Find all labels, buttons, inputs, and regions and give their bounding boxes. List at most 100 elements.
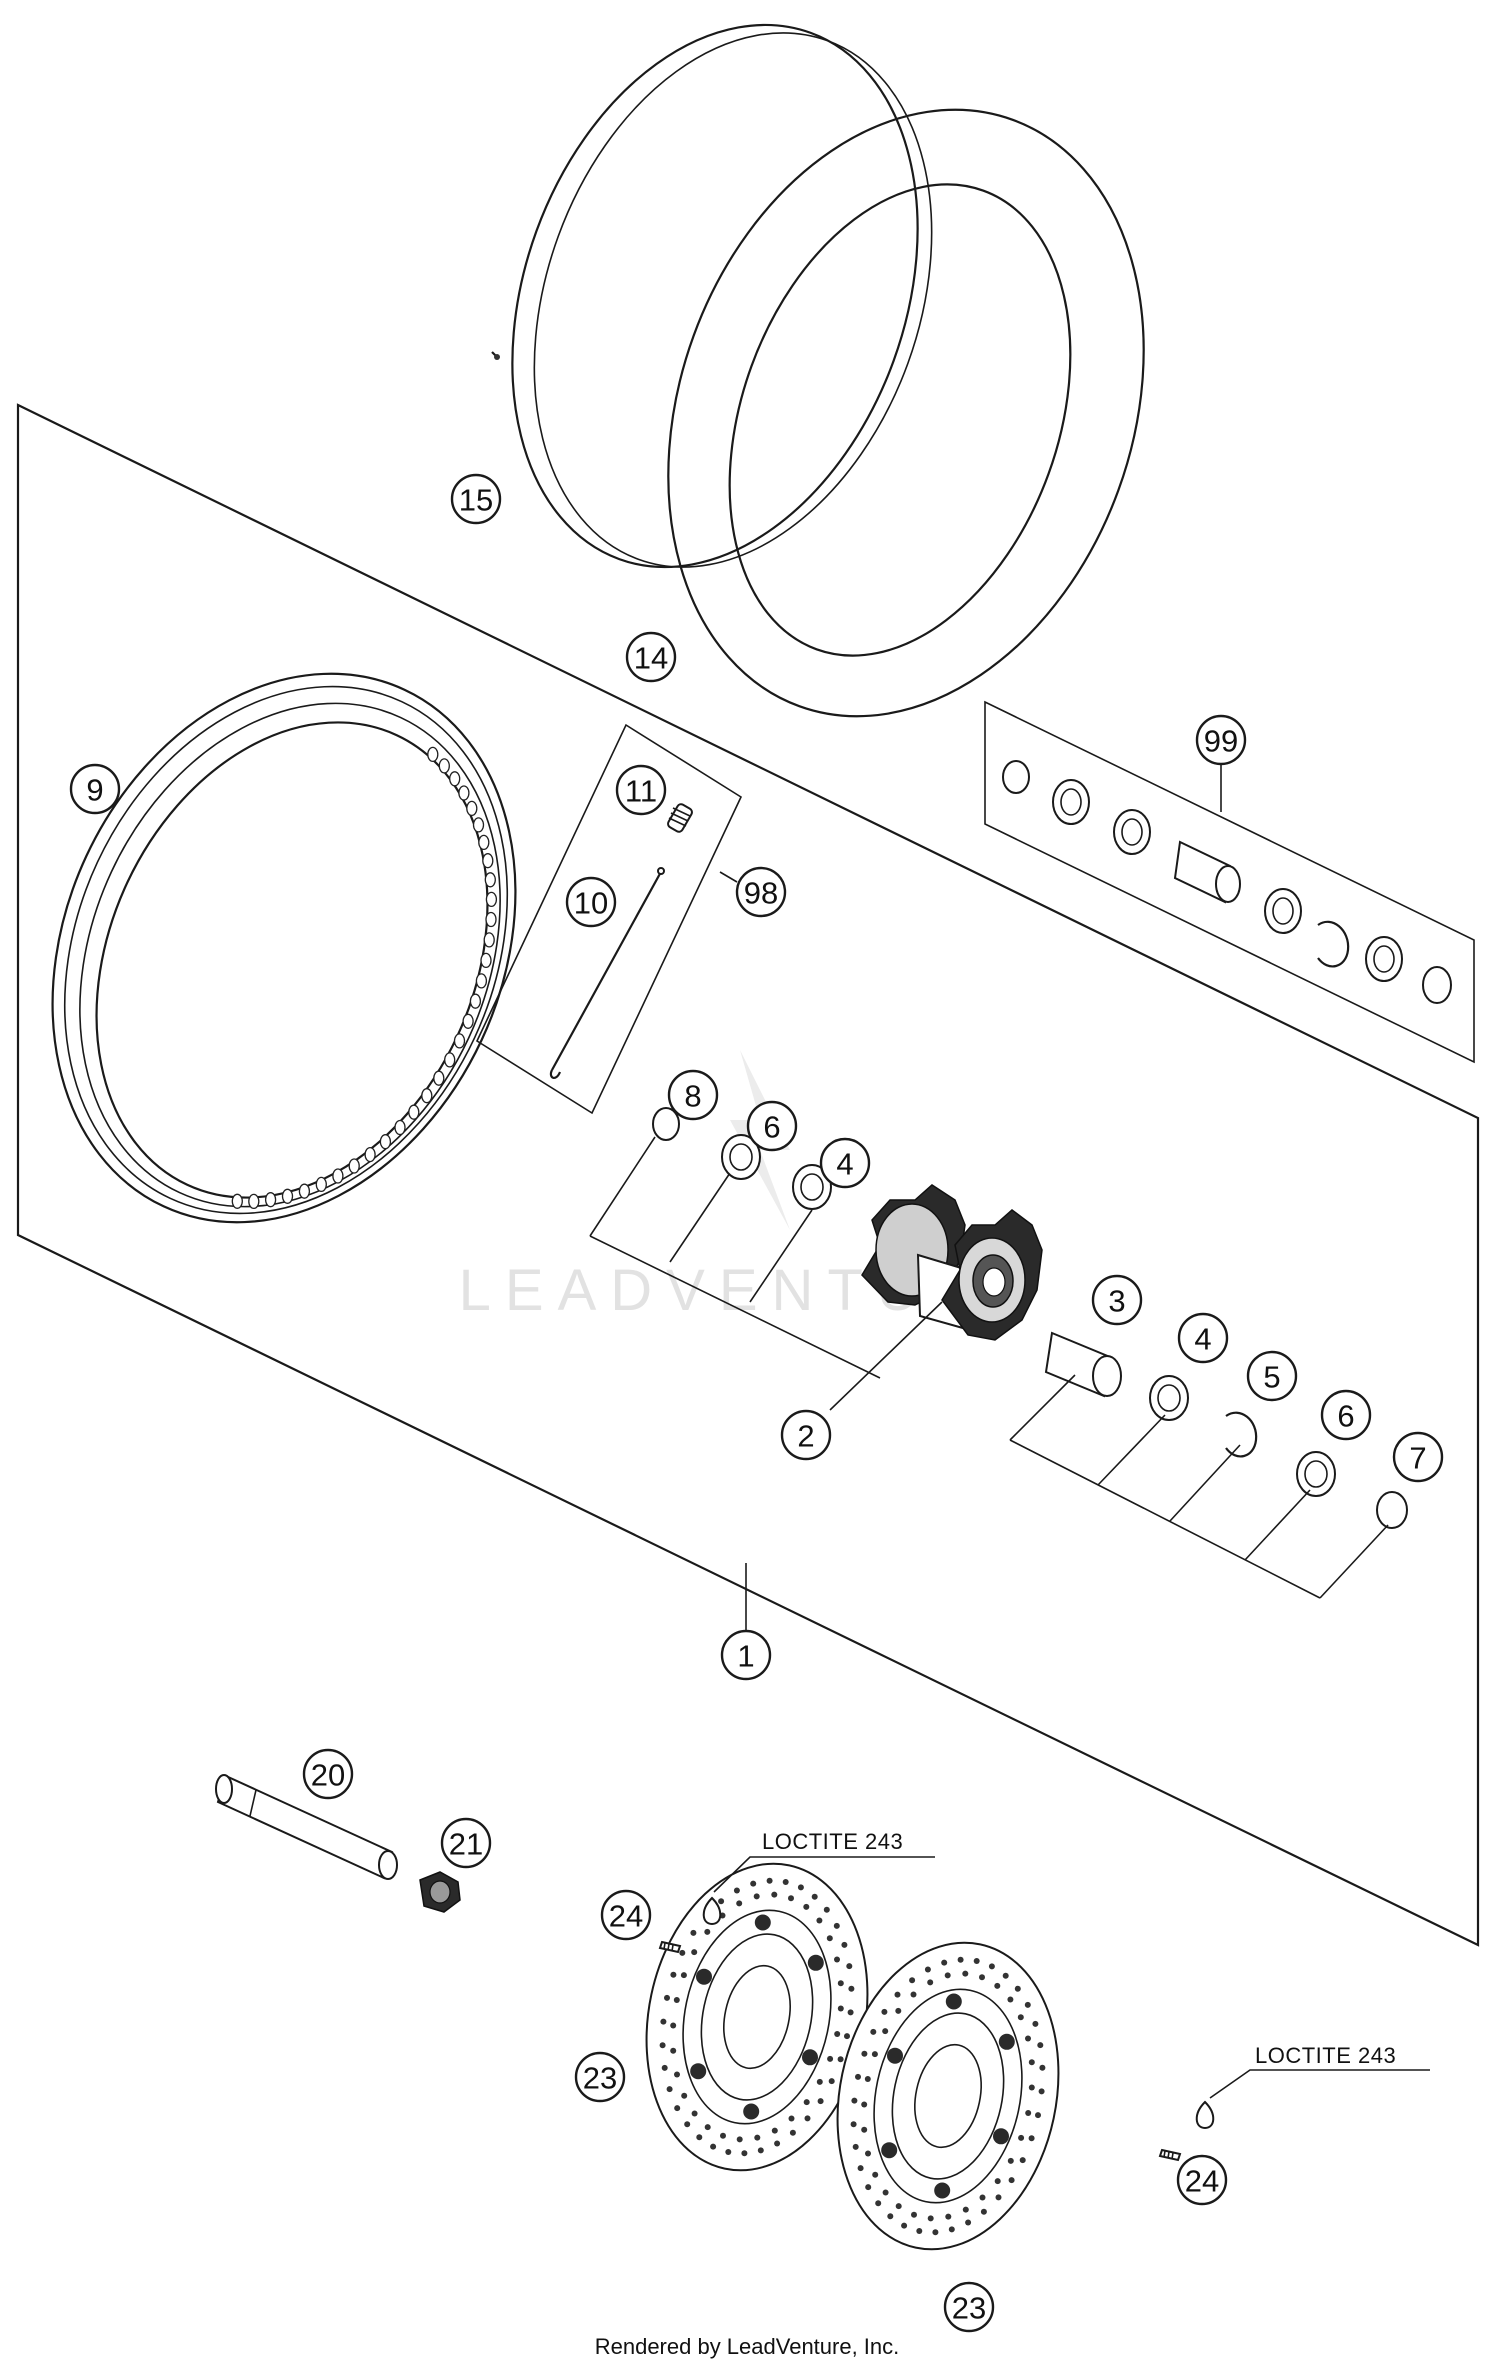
disc-vent-hole bbox=[927, 2215, 934, 2222]
disc-vent-hole bbox=[875, 2200, 882, 2207]
hub-assembly bbox=[589, 1107, 1408, 1599]
callout-4-left-label: 4 bbox=[836, 1147, 853, 1182]
disc-vent-hole bbox=[1007, 2157, 1014, 2164]
disc-vent-hole bbox=[690, 1929, 697, 1936]
disc-vent-hole bbox=[1007, 1996, 1014, 2003]
disc-vent-hole bbox=[797, 1884, 804, 1891]
spoke-nipple-11 bbox=[667, 803, 693, 833]
rim-hole bbox=[248, 1193, 260, 1210]
disc-vent-hole bbox=[1025, 2110, 1032, 2116]
disc-vent-hole bbox=[857, 2165, 864, 2172]
callout-98: 98 bbox=[735, 866, 787, 918]
disc-vent-hole bbox=[1018, 2134, 1025, 2141]
rim-hole bbox=[438, 758, 450, 774]
disc-vent-hole bbox=[823, 1906, 830, 1913]
rim-hole bbox=[379, 1134, 392, 1150]
disc-vent-hole bbox=[962, 2206, 969, 2213]
callout-6-right-label: 6 bbox=[1337, 1399, 1354, 1434]
disc-vent-hole bbox=[771, 2127, 778, 2134]
footer-credit: Rendered by LeadVenture, Inc. bbox=[595, 2334, 900, 2359]
disc-vent-hole bbox=[1008, 2177, 1015, 2184]
rim-hole bbox=[453, 1033, 466, 1049]
disc-vent-hole bbox=[1028, 2135, 1035, 2142]
disc-vent-hole bbox=[994, 1982, 1001, 1989]
disc-rivet bbox=[754, 1914, 771, 1931]
callout-1: 1 bbox=[720, 1629, 772, 1681]
rim-hole bbox=[315, 1176, 327, 1193]
disc-vent-hole bbox=[834, 2031, 841, 2037]
callout-24-upper-label: 24 bbox=[609, 1899, 643, 1934]
disc-rivet bbox=[934, 2182, 951, 2199]
disc-vent-hole bbox=[771, 1891, 778, 1898]
disc-vent-hole bbox=[979, 1974, 985, 1981]
disc-vent-hole bbox=[988, 1963, 995, 1970]
disc-vent-hole bbox=[980, 2208, 987, 2215]
disc-vent-hole bbox=[927, 1979, 934, 1986]
rim-hole bbox=[485, 911, 497, 928]
disc-vent-hole bbox=[901, 2222, 908, 2229]
disc-vent-hole bbox=[754, 2134, 761, 2141]
rim-hole bbox=[466, 800, 478, 817]
disc-vent-hole bbox=[837, 2005, 844, 2012]
callout-7-label: 7 bbox=[1409, 1441, 1426, 1476]
disc-vent-hole bbox=[803, 1903, 810, 1910]
rim-hole bbox=[482, 853, 494, 869]
tire-14 bbox=[667, 108, 1145, 718]
disc-vent-hole bbox=[887, 2213, 894, 2220]
disc-vent-hole bbox=[979, 2194, 986, 2201]
rim-hole bbox=[472, 817, 485, 833]
callout-6-left-label: 6 bbox=[763, 1110, 780, 1145]
disc-vent-hole bbox=[733, 1887, 740, 1894]
disc-vent-hole bbox=[841, 1941, 848, 1948]
disc-vent-hole bbox=[882, 2189, 889, 2196]
loctite-drop-upper bbox=[702, 1856, 935, 1926]
disc-vent-hole bbox=[924, 1966, 931, 1973]
disc-vent-hole bbox=[861, 2050, 868, 2057]
disc-rivet bbox=[993, 2128, 1009, 2145]
disc-vent-hole bbox=[973, 1958, 980, 1964]
disc-vent-hole bbox=[789, 2129, 796, 2136]
callout-99-label: 99 bbox=[1204, 724, 1238, 759]
callout-24-upper: 24 bbox=[600, 1889, 652, 1941]
disc-vent-hole bbox=[881, 2008, 888, 2015]
disc-vent-hole bbox=[753, 1893, 760, 1900]
rim-hole bbox=[408, 1104, 420, 1120]
rim-hole bbox=[469, 993, 482, 1009]
brake-disc-23-left bbox=[645, 1862, 869, 2172]
callout-20: 20 bbox=[302, 1748, 354, 1800]
callout-10: 10 bbox=[565, 876, 617, 928]
callout-10-label: 10 bbox=[574, 886, 608, 921]
disc-vent-hole bbox=[782, 1879, 789, 1885]
assembly-outline-1 bbox=[16, 403, 1480, 1947]
loctite-note-upper: LOCTITE 243 bbox=[762, 1829, 903, 1854]
disc-vent-hole bbox=[846, 1963, 853, 1970]
disc-vent-hole bbox=[851, 2097, 858, 2104]
disc-vent-hole bbox=[1032, 2020, 1039, 2027]
disc-vent-hole bbox=[804, 2115, 811, 2122]
disc-vent-hole bbox=[1014, 1985, 1021, 1992]
callout-23-left-label: 23 bbox=[583, 2061, 617, 2096]
rim-hole bbox=[483, 932, 495, 948]
callout-7: 7 bbox=[1392, 1431, 1444, 1483]
disc-vent-hole bbox=[680, 1972, 687, 1979]
disc-vent-hole bbox=[911, 2211, 917, 2218]
axle-nut-21 bbox=[419, 1871, 461, 1913]
disc-vent-hole bbox=[661, 2064, 668, 2071]
disc-vent-hole bbox=[684, 2121, 691, 2128]
disc-vent-hole bbox=[720, 2132, 726, 2139]
disc-vent-hole bbox=[1028, 2084, 1035, 2091]
disc-vent-hole bbox=[691, 1949, 698, 1956]
disc-vent-hole bbox=[852, 2143, 859, 2150]
disc-vent-hole bbox=[659, 2042, 666, 2049]
callout-9-label: 9 bbox=[86, 773, 103, 808]
disc-rivet bbox=[887, 2047, 903, 2064]
disc-vent-hole bbox=[817, 2098, 824, 2105]
rim-hole bbox=[433, 1070, 445, 1086]
disc-vent-hole bbox=[870, 2028, 877, 2035]
rim-hole bbox=[298, 1183, 311, 1199]
callout-14-label: 14 bbox=[634, 641, 668, 676]
callout-layer: 1 2 3 4 4 5 6 6 7 8 9 10 11 14 15 20 21 … bbox=[69, 473, 1444, 2333]
disc-vent-hole bbox=[828, 2078, 835, 2085]
rim-spoke-holes bbox=[231, 746, 498, 1210]
